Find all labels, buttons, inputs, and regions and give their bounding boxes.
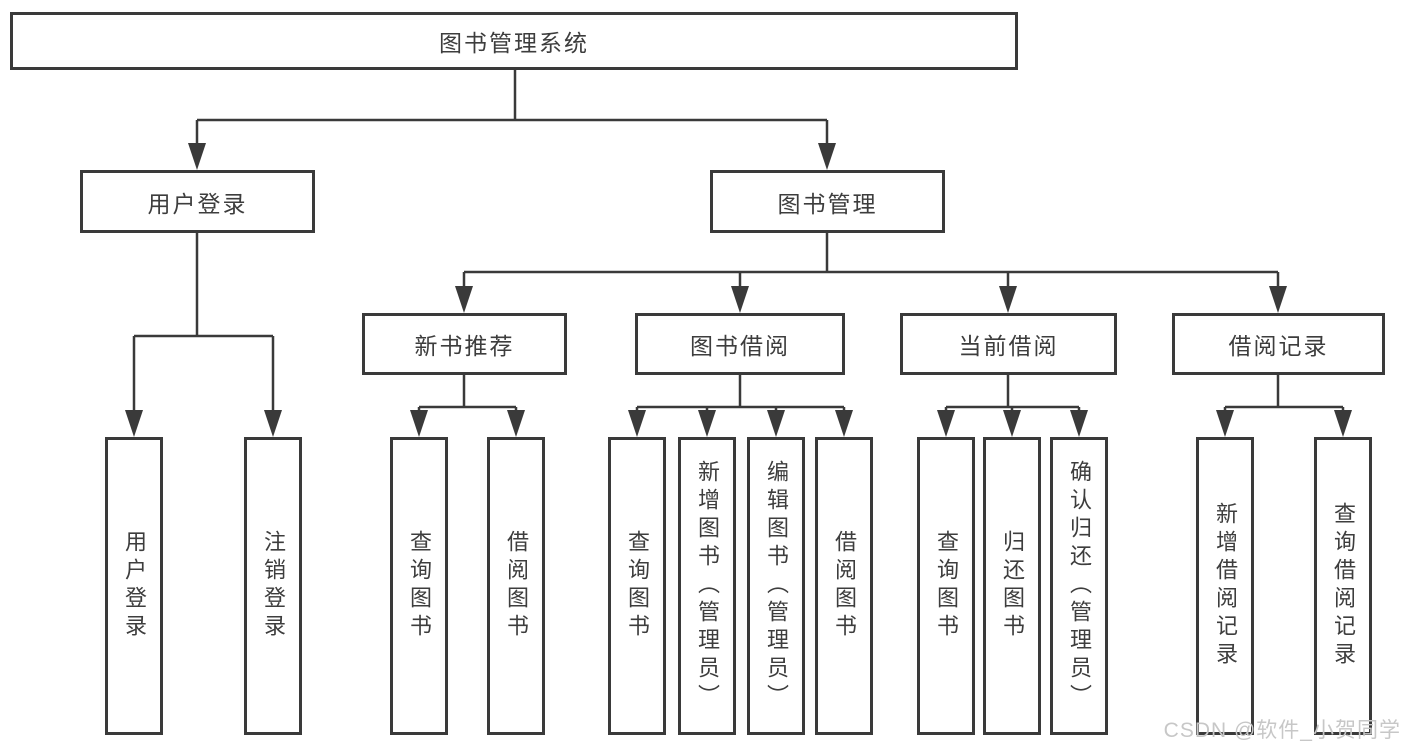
watermark: CSDN @软件_小贺同学 [1163, 719, 1401, 742]
leaf-add-books-admin-label: 新增图书（管理员） [695, 460, 720, 712]
leaf-query-books-current-label: 查询图书 [934, 530, 959, 642]
node-book-borrowing: 图书借阅 [635, 313, 845, 375]
leaf-borrow-books-label: 借阅图书 [832, 530, 857, 642]
node-current-borrowing-label: 当前借阅 [958, 333, 1059, 359]
node-user-login: 用户登录 [80, 170, 315, 233]
node-library-system-label: 图书管理系统 [439, 30, 589, 56]
leaf-borrow-books: 借阅图书 [815, 437, 873, 735]
leaf-query-books-borrow: 查询图书 [608, 437, 666, 735]
node-user-login-label: 用户登录 [147, 190, 248, 217]
leaf-return-books: 归还图书 [983, 437, 1041, 735]
leaf-query-borrow-record: 查询借阅记录 [1314, 437, 1372, 735]
leaf-logout: 注销登录 [244, 437, 302, 735]
leaf-confirm-return-admin-label: 确认归还（管理员） [1067, 460, 1092, 712]
leaf-return-books-label: 归还图书 [1000, 530, 1025, 642]
leaf-add-borrow-record-label: 新增借阅记录 [1213, 502, 1238, 670]
node-borrowing-records: 借阅记录 [1172, 313, 1385, 375]
leaf-query-books-borrow-label: 查询图书 [625, 530, 650, 642]
leaf-add-borrow-record: 新增借阅记录 [1196, 437, 1254, 735]
leaf-query-borrow-record-label: 查询借阅记录 [1331, 502, 1356, 670]
leaf-edit-books-admin-label: 编辑图书（管理员） [764, 460, 789, 712]
leaf-borrow-books-recommend: 借阅图书 [487, 437, 545, 735]
node-current-borrowing: 当前借阅 [900, 313, 1117, 375]
leaf-query-books-recommend: 查询图书 [390, 437, 448, 735]
node-borrowing-records-label: 借阅记录 [1228, 333, 1329, 359]
leaf-query-books-current: 查询图书 [917, 437, 975, 735]
node-book-management-label: 图书管理 [777, 190, 878, 217]
node-book-management: 图书管理 [710, 170, 945, 233]
leaf-query-books-recommend-label: 查询图书 [407, 530, 432, 642]
leaf-edit-books-admin: 编辑图书（管理员） [747, 437, 805, 735]
node-library-system: 图书管理系统 [10, 12, 1018, 70]
node-new-book-recommendation-label: 新书推荐 [414, 333, 515, 359]
leaf-borrow-books-recommend-label: 借阅图书 [504, 530, 529, 642]
node-book-borrowing-label: 图书借阅 [690, 333, 790, 359]
leaf-user-login-label: 用户登录 [122, 530, 147, 642]
arrowheads [125, 143, 1352, 437]
leaf-user-login: 用户登录 [105, 437, 163, 735]
node-new-book-recommendation: 新书推荐 [362, 313, 567, 375]
leaf-logout-label: 注销登录 [261, 530, 286, 642]
leaf-add-books-admin: 新增图书（管理员） [678, 437, 736, 735]
leaf-confirm-return-admin: 确认归还（管理员） [1050, 437, 1108, 735]
